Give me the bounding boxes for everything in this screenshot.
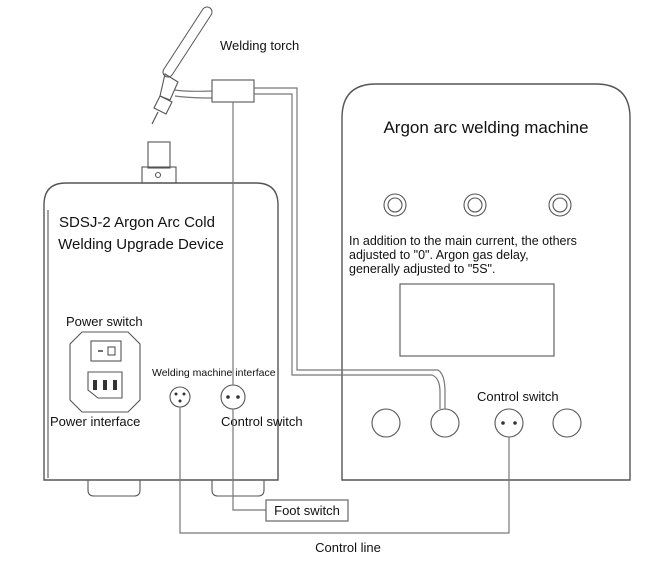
machine-knob-2[interactable] [463, 193, 487, 217]
wire-torch-to-machine [254, 87, 446, 409]
instruction-line-1: In addition to the main current, the oth… [349, 234, 577, 248]
machine-knob-1[interactable] [383, 193, 407, 217]
welding-torch [151, 6, 213, 125]
instruction-line-2: adjusted to "0". Argon gas delay, [349, 248, 529, 262]
device-control-switch-label: Control switch [221, 414, 303, 429]
power-switch[interactable] [90, 340, 122, 362]
machine-control-switch-label: Control switch [477, 389, 559, 404]
control-line [179, 407, 510, 534]
argon-arc-welding-machine: Argon arc welding machine In addition to… [341, 83, 631, 481]
device-title-line-2: Welding Upgrade Device [58, 236, 224, 253]
power-module [69, 331, 141, 413]
welding-machine-interface-label: Welding machine interface [152, 367, 276, 379]
instruction-line-3: generally adjusted to "5S". [349, 262, 495, 276]
foot-switch[interactable] [265, 499, 349, 522]
machine-knob-3[interactable] [548, 193, 572, 217]
power-interface-label: Power interface [50, 414, 140, 429]
device-foot-left [87, 478, 141, 497]
machine-title: Argon arc welding machine [383, 118, 588, 137]
control-line-label: Control line [315, 540, 381, 555]
machine-connector-1[interactable] [371, 408, 401, 438]
sdsj2-device: SDSJ-2 Argon Arc Cold Welding Upgrade De… [43, 141, 303, 497]
cable-splitter [211, 79, 255, 103]
device-title-line-1: SDSJ-2 Argon Arc Cold [59, 214, 215, 231]
machine-display [399, 283, 555, 357]
machine-connector-4[interactable] [552, 408, 582, 438]
device-foot-right [211, 478, 265, 497]
foot-switch-label: Foot switch [274, 503, 340, 518]
power-switch-label: Power switch [66, 314, 143, 329]
gas-outlet-fitting [141, 141, 177, 184]
device-housing [43, 182, 279, 481]
machine-housing [341, 83, 631, 481]
power-interface-socket[interactable] [87, 371, 123, 399]
welding-torch-label: Welding torch [220, 38, 299, 53]
wire-control-switch-to-foot-switch [232, 409, 266, 511]
